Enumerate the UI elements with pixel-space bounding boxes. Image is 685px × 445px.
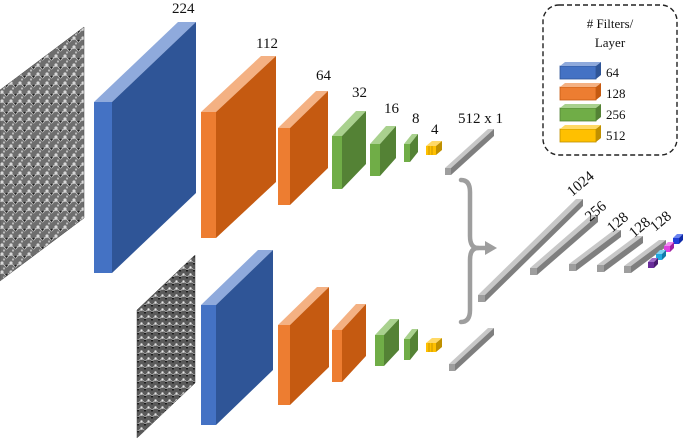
fc-label-128-b: 128: [626, 214, 654, 241]
conv-block-64-top: [278, 91, 328, 205]
output-node-cyan: [656, 250, 666, 260]
merge-arrowhead: [485, 241, 497, 255]
fc-layer-128-b: [597, 236, 643, 272]
legend-label-256: 256: [606, 107, 626, 122]
legend-title-line2: Layer: [595, 35, 626, 50]
fc-label-1024: 1024: [564, 168, 598, 200]
fc-layer-128-a: [569, 230, 621, 271]
feature-vector-top: [445, 129, 494, 175]
input-image-top: [0, 26, 85, 282]
legend: # Filters/ Layer 64 128 256 512: [542, 4, 678, 156]
conv-block-112-top: [201, 56, 276, 238]
fc-label-128-a: 128: [604, 209, 632, 236]
conv-block-8-top: [404, 134, 418, 162]
size-label-32: 32: [352, 85, 367, 101]
conv-block-4-top: [426, 141, 442, 155]
conv-block-16-top: [370, 126, 396, 176]
size-label-64: 64: [316, 68, 332, 84]
merge-connector: [458, 177, 489, 325]
conv-block-224-top: [94, 22, 196, 273]
conv-block-16-bottom: [404, 329, 418, 360]
legend-swatch-512: [559, 125, 601, 143]
conv-block-8-bottom: [426, 338, 442, 352]
legend-swatch-128: [559, 83, 601, 101]
legend-title-line1: # Filters/: [587, 16, 634, 31]
size-label-16: 16: [384, 101, 400, 117]
size-label-8: 8: [412, 111, 420, 127]
output-node-magenta: [664, 242, 674, 252]
feature-vector-bottom: [449, 328, 494, 371]
conv-block-32-bottom: [375, 319, 399, 366]
conv-block-64-bottom: [332, 304, 366, 382]
conv-block-224-bottom: [201, 250, 273, 425]
legend-label-64: 64: [606, 65, 620, 80]
size-label-112: 112: [256, 36, 278, 52]
size-label-4: 4: [431, 122, 439, 138]
output-node-purple: [648, 258, 658, 268]
legend-swatch-256: [559, 104, 601, 122]
conv-block-32-top: [332, 111, 366, 189]
input-image-bottom: [136, 254, 196, 439]
legend-label-128: 128: [606, 86, 626, 101]
fc-layer-1024: [478, 199, 583, 302]
output-node-blue: [673, 234, 683, 244]
legend-label-512: 512: [606, 128, 626, 143]
legend-swatch-64: [559, 62, 601, 80]
fc-label-128-c: 128: [647, 208, 675, 235]
feature-size-label: 512 x 1: [458, 111, 503, 127]
fc-layer-256: [530, 215, 598, 275]
fc-layer-128-c: [624, 240, 666, 273]
conv-block-112-bottom: [278, 287, 329, 405]
size-label-224: 224: [172, 1, 195, 17]
